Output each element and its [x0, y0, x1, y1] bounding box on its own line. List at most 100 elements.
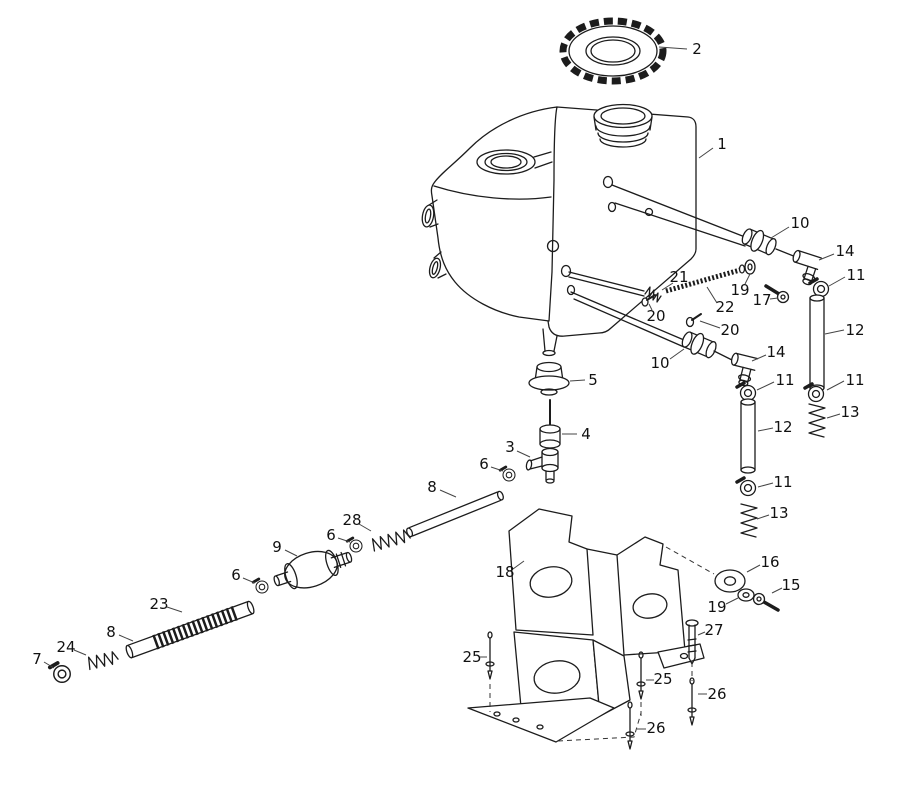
spring-13 — [808, 403, 826, 438]
elbow-body — [735, 352, 759, 360]
callout-25: 25 — [653, 670, 672, 688]
filter-ridge — [335, 553, 342, 569]
leader-line — [337, 537, 351, 543]
leader-line — [118, 634, 134, 642]
elbow-end — [730, 352, 739, 366]
washer-outer — [744, 259, 756, 275]
mounting-bracket-18 — [467, 508, 705, 743]
screw-head — [752, 592, 766, 606]
leader-line — [757, 482, 774, 488]
bracket-left-plate — [508, 508, 594, 636]
rod-link — [775, 248, 797, 258]
grommet-flange — [750, 229, 765, 252]
callout-14: 14 — [766, 343, 785, 361]
washer-outer — [737, 588, 755, 602]
hose-clamp-6 — [251, 577, 270, 595]
callout-16: 16 — [760, 553, 779, 571]
callout-19: 19 — [707, 598, 726, 616]
bolt-27 — [685, 619, 699, 665]
rod-line — [570, 291, 685, 341]
leader-line — [770, 226, 790, 239]
leader-line — [826, 380, 845, 391]
opening-ring — [490, 155, 522, 169]
spout-edge — [437, 273, 447, 279]
leader-line — [661, 282, 674, 291]
callout-12: 12 — [773, 418, 792, 436]
leader-line — [439, 489, 457, 498]
bolt-head — [685, 619, 699, 627]
callout-8: 8 — [106, 623, 116, 641]
washer-hole — [742, 592, 750, 598]
bracket-hole — [529, 566, 573, 598]
callout-26: 26 — [707, 685, 726, 703]
callout-28: 28 — [342, 511, 361, 529]
vent-spout — [421, 199, 439, 228]
cap-ring — [590, 39, 636, 63]
callout-27: 27 — [704, 621, 723, 639]
washer-19-upper — [744, 259, 756, 275]
spout-edge — [433, 251, 442, 259]
outlet-nub — [542, 349, 556, 357]
elbow-body — [797, 249, 822, 259]
callout-26: 26 — [646, 719, 665, 737]
tank-hole — [560, 264, 572, 278]
fuel-valve-4 — [539, 399, 561, 449]
leader-line — [756, 381, 775, 391]
rod-line — [611, 184, 746, 238]
mount-rod-lower — [570, 291, 685, 348]
callout-11: 11 — [846, 266, 865, 284]
leader-line — [358, 523, 372, 532]
leader-line — [824, 329, 845, 335]
leader-line — [284, 549, 298, 557]
callout-21: 21 — [669, 268, 688, 286]
callout-23: 23 — [149, 595, 168, 613]
callout-12: 12 — [845, 321, 864, 339]
leader-line — [698, 147, 714, 159]
push-pin-26 — [687, 677, 697, 726]
callout-9: 9 — [272, 538, 282, 556]
tube-body — [407, 491, 503, 537]
elbow-port — [739, 366, 744, 382]
elbow-bottom — [541, 463, 559, 473]
hose-clamp-11 — [808, 277, 831, 299]
callout-11: 11 — [845, 371, 864, 389]
hose-clamp-11 — [735, 476, 758, 498]
fuel-line-8-lower — [125, 600, 255, 659]
hose-end — [740, 466, 756, 474]
callout-6: 6 — [479, 455, 489, 473]
grommet-top — [536, 361, 562, 373]
callout-11: 11 — [775, 371, 794, 389]
bracket-brace — [586, 548, 618, 556]
screw-shaft — [764, 284, 781, 296]
elbow-port — [746, 368, 752, 384]
leader-line — [699, 320, 721, 329]
leader-line — [757, 427, 774, 432]
spring-coil — [371, 529, 411, 552]
spout-bore — [431, 261, 439, 275]
neck-opening — [600, 107, 646, 125]
callout-19: 19 — [730, 281, 749, 299]
bracket-foot-plate — [467, 697, 615, 743]
callout-20: 20 — [720, 321, 739, 339]
pin-20 — [685, 313, 702, 328]
callout-22: 22 — [715, 298, 734, 316]
grommet-end — [741, 228, 753, 245]
callout-10: 10 — [790, 214, 809, 232]
tank-opening — [476, 149, 553, 175]
leader-line — [697, 631, 706, 636]
leader-line — [744, 273, 751, 285]
leader-line — [242, 577, 256, 584]
bolt-thread — [687, 638, 697, 641]
callout-3: 3 — [505, 438, 515, 456]
push-pin-26 — [625, 701, 635, 750]
bolt-thread — [687, 650, 697, 653]
vent-spout — [428, 251, 447, 279]
rod-line — [573, 298, 685, 348]
washer-19-lower — [737, 588, 755, 602]
rod-threads — [665, 267, 741, 294]
filler-neck — [593, 103, 653, 148]
neck-side — [593, 116, 597, 131]
filter-nipple — [330, 552, 348, 559]
elbow-fitting-14-upper — [792, 249, 822, 286]
grommet-flange — [690, 332, 705, 355]
